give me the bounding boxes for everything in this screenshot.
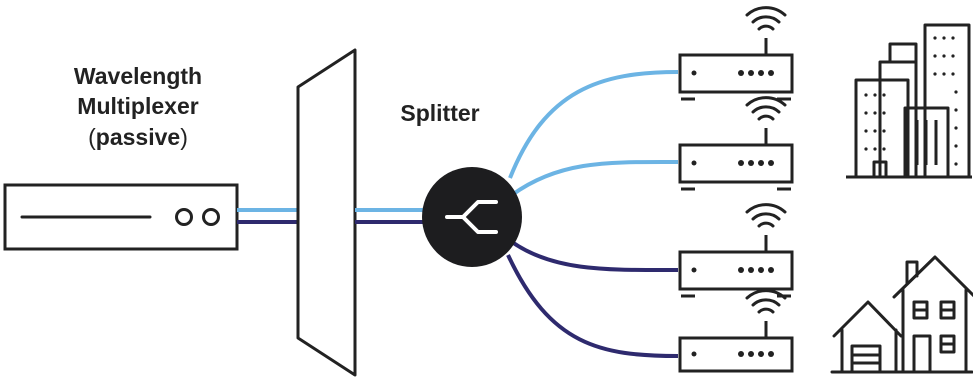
houses-icon	[830, 255, 973, 374]
mux-passive-word: passive	[96, 124, 180, 150]
router-icon	[678, 289, 794, 373]
fiber-branch-2	[510, 159, 679, 197]
olt-icon	[3, 183, 239, 251]
branch-fibers	[506, 70, 679, 358]
wifi-icon	[745, 203, 787, 228]
mux-label-line3: (passive)	[88, 124, 188, 150]
wifi-icon	[745, 96, 787, 121]
wifi-icon	[745, 6, 787, 31]
olt-port-1	[175, 208, 193, 226]
fiber-branch-3	[510, 240, 679, 273]
mux-paren-close: )	[180, 124, 188, 150]
mux-label-line2: Multiplexer	[77, 93, 198, 119]
office-windows	[864, 36, 958, 166]
fiber-branch-4	[506, 254, 679, 358]
mux-paren-open: (	[88, 124, 96, 150]
splitter-icon	[422, 167, 522, 267]
mux-to-splitter-fibers	[355, 208, 430, 224]
router-icon	[678, 96, 794, 191]
splitter-label: Splitter	[400, 100, 479, 126]
mux-icon	[296, 48, 357, 377]
router-icon	[678, 6, 794, 101]
mux-label-line1: Wavelength	[74, 63, 202, 89]
olt-port-2	[202, 208, 220, 226]
router-icon	[678, 203, 794, 298]
office-buildings-icon	[846, 23, 972, 179]
fiber-branch-1	[508, 70, 679, 179]
wifi-icon	[745, 289, 787, 314]
